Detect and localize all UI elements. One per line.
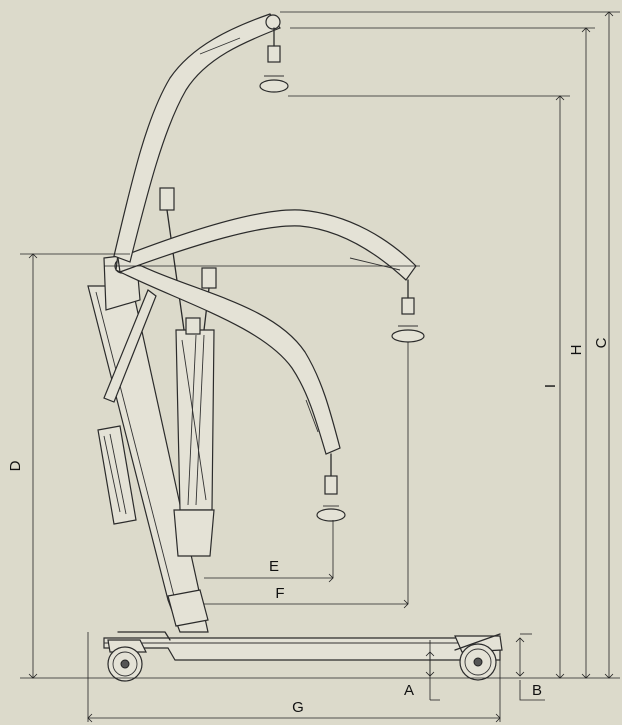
spreader-bar-hook-low: [316, 453, 346, 522]
label-e: E: [269, 558, 279, 575]
label-b: B: [532, 682, 542, 699]
label-a: A: [404, 682, 414, 699]
label-c: C: [593, 337, 610, 348]
label-g: G: [292, 699, 304, 716]
label-d: D: [7, 460, 24, 471]
boom-highest: [113, 13, 289, 263]
dimension-lines: [20, 11, 620, 723]
front-caster: [107, 639, 147, 682]
label-h: H: [568, 345, 585, 356]
actuator: [159, 187, 217, 557]
dimension-labels: D C H I E F G A B: [7, 337, 610, 716]
label-f: F: [275, 585, 284, 602]
base-frame: [103, 631, 501, 661]
spreader-bar-hook-mid: [391, 279, 425, 343]
label-i: I: [542, 384, 559, 388]
boom-lowest: [115, 253, 346, 522]
rear-caster: [454, 633, 503, 681]
spreader-bar-hook-high: [259, 27, 289, 93]
boom-mid: [117, 209, 425, 343]
